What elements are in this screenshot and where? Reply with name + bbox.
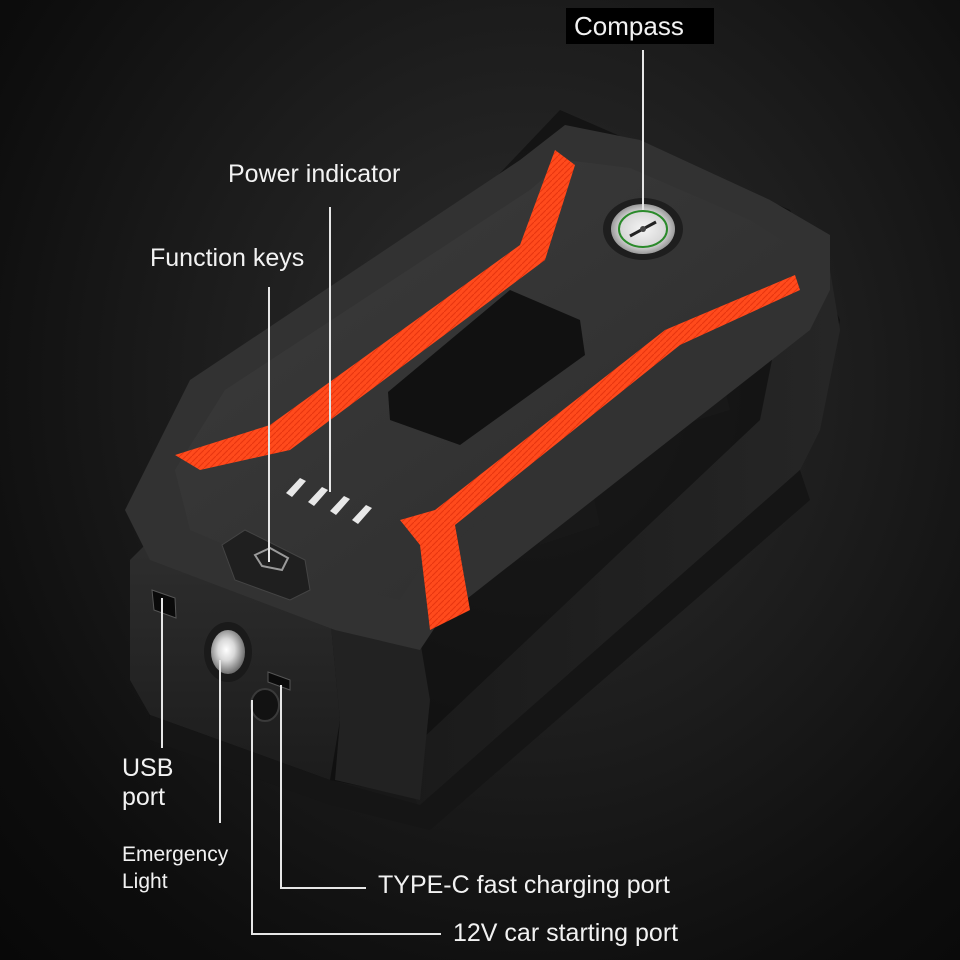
compass-label: Compass	[574, 11, 684, 41]
function-keys-callout-line	[268, 287, 270, 562]
usb-port-callout-line	[161, 598, 163, 748]
compass-dial	[603, 198, 683, 260]
car-starting-port-label: 12V car starting port	[453, 919, 679, 947]
car-port-callout-vertical	[251, 700, 253, 935]
type-c-callout-horizontal	[280, 887, 366, 889]
type-c-port-label: TYPE-C fast charging port	[378, 871, 670, 899]
function-key	[221, 529, 311, 601]
emergency-light	[204, 622, 252, 682]
function-keys-label: Function keys	[150, 244, 305, 272]
emergency-light-callout-line	[219, 660, 221, 823]
lcd-display	[388, 290, 585, 445]
type-c-port	[267, 671, 291, 691]
accent-stripe-lower	[400, 275, 800, 630]
car-port-callout-horizontal	[251, 933, 441, 935]
compass-callout-line	[642, 50, 644, 210]
type-c-callout-vertical	[280, 685, 282, 889]
emergency-light-label-line2: Light	[122, 870, 168, 894]
power-indicator-callout-line	[329, 207, 331, 492]
compass-label-backdrop	[566, 8, 714, 44]
power-indicator-label: Power indicator	[228, 160, 401, 188]
usb-port	[151, 589, 177, 619]
usb-port-label: USB port	[122, 754, 173, 812]
usb-port-label-line1: USB	[122, 754, 174, 782]
power-indicator-leds	[286, 478, 372, 524]
emergency-light-label-line1: Emergency	[122, 843, 229, 866]
device-bottom-rim	[150, 470, 810, 830]
car-starting-port	[250, 688, 280, 722]
emergency-light-label: Emergency Light	[122, 841, 228, 896]
usb-port-label-line2: port	[122, 782, 166, 811]
